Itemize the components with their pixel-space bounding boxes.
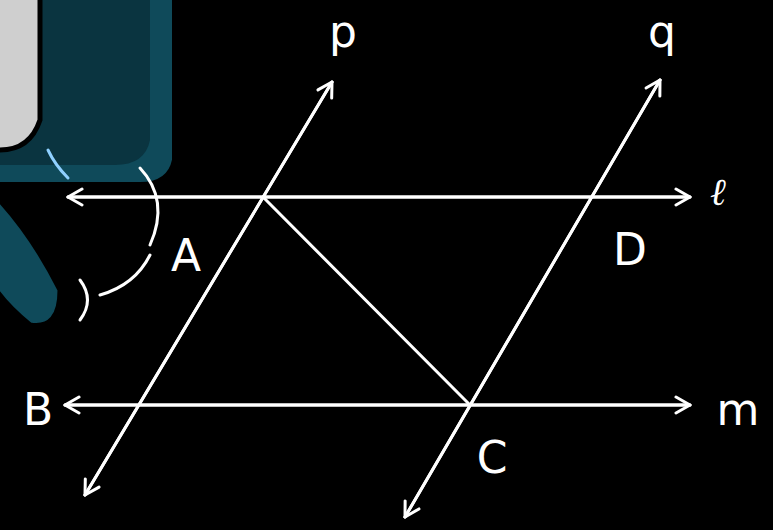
line-m (65, 404, 690, 407)
point-label: m (717, 388, 760, 432)
point-label: ℓ (710, 173, 726, 211)
line-p (85, 82, 332, 495)
point-label: q (648, 10, 676, 54)
segment-ac (263, 197, 470, 405)
cartoon-corner (0, 0, 175, 326)
point-label: A (171, 234, 201, 278)
point-label: B (23, 388, 53, 432)
line-q (405, 80, 660, 517)
line-q (405, 80, 660, 517)
line-l (68, 196, 690, 199)
point-label: p (329, 10, 357, 54)
point-label: D (613, 228, 647, 272)
line-p (85, 82, 332, 495)
line-l (68, 196, 690, 199)
line-m (65, 404, 690, 407)
point-label: C (477, 436, 508, 480)
